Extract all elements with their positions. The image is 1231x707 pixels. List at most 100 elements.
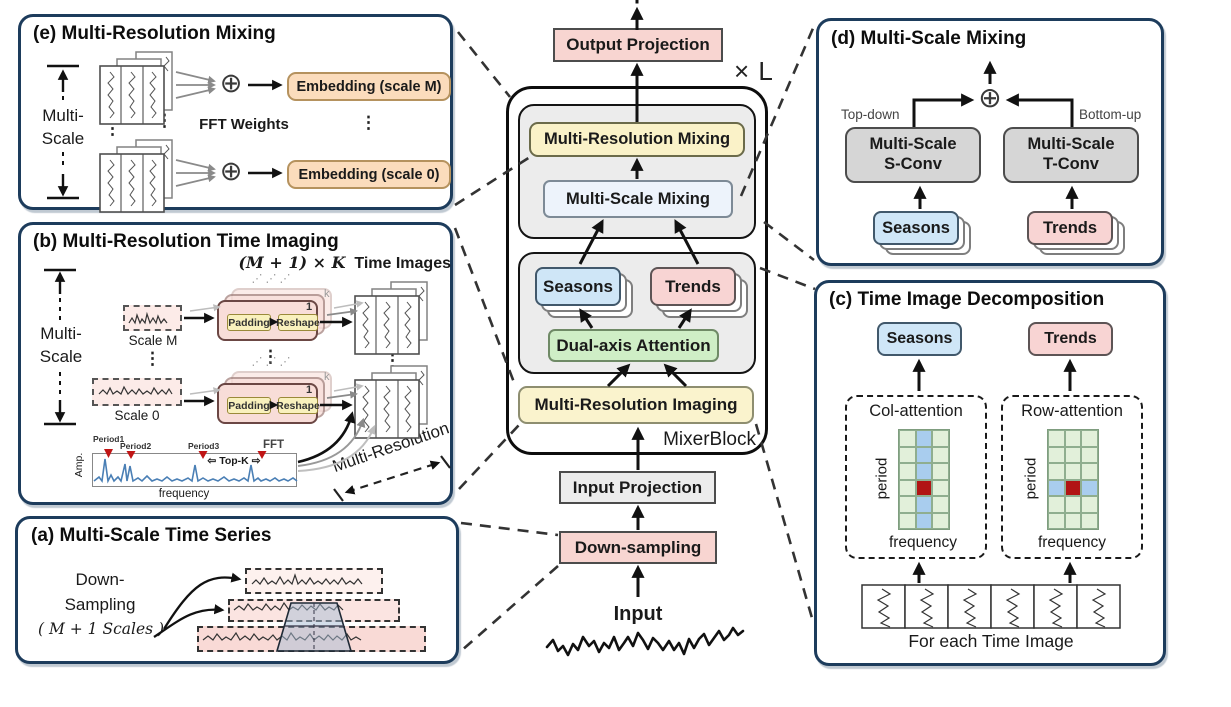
grid-cell	[915, 512, 932, 529]
vertical-dots-icon: ⋮	[144, 349, 161, 368]
grid-cell	[899, 430, 916, 447]
down-sampling-caption-line3: ( M + 1 Scales )	[38, 620, 165, 638]
col-attention-label: Col-attention	[869, 402, 963, 420]
sum-icon: ⊕	[219, 156, 243, 186]
vertical-dots-icon: ⋮	[156, 111, 173, 130]
scale-m-label: Scale M	[128, 333, 178, 348]
bottom-up-label: Bottom-up	[1079, 107, 1142, 122]
multi-scale-s-conv-box: Multi-Scale S-Conv	[845, 127, 981, 183]
down-sampling-caption-line1: Down-	[75, 570, 125, 589]
grid-cell	[899, 512, 916, 529]
trends-box-c: Trends	[1028, 322, 1113, 356]
reshape-box: Reshape	[276, 397, 320, 414]
grid-cell	[1064, 463, 1081, 480]
grid-cell	[1048, 463, 1065, 480]
t-conv-line1: Multi-Scale	[1027, 135, 1115, 154]
diagonal-dots-icon: ⋰ ⋰ ⋰	[251, 356, 291, 368]
grid-cell	[1081, 479, 1098, 496]
grid-cell	[915, 479, 932, 496]
grid-cell	[932, 430, 949, 447]
k-index-label: k	[324, 371, 330, 383]
grid-cell	[899, 463, 916, 480]
grid-cell	[915, 430, 932, 447]
scale-series-box-top	[245, 568, 383, 594]
period-axis-label: period	[1022, 457, 1040, 500]
grid-cell	[1048, 430, 1065, 447]
time-images-count-label: (M + 1) × K Time Images	[225, 253, 451, 273]
mixer-block-label: MixerBlock	[663, 429, 756, 450]
period2-label: Period2	[120, 441, 152, 451]
grid-cell	[1064, 479, 1081, 496]
one-index-label: 1	[306, 301, 313, 313]
scale-m-series-box	[123, 305, 182, 331]
grid-cell	[1081, 463, 1098, 480]
grid-cell	[899, 479, 916, 496]
right-block-arrow-icon: ⇨	[251, 455, 261, 467]
vertical-dots-icon: ⋮	[262, 347, 279, 366]
t-conv-line2: T-Conv	[1043, 155, 1099, 173]
grid-cell	[932, 496, 949, 513]
grid-cell	[1048, 446, 1065, 463]
grid-cell	[1081, 512, 1098, 529]
fft-label: FFT	[263, 439, 285, 451]
multi-scale-label-e-line1: Multi-	[42, 106, 84, 125]
col-attention-grid	[898, 429, 950, 530]
panel-b-title: (b) Multi-Resolution Time Imaging	[33, 231, 339, 252]
period1-label: Period1	[93, 434, 125, 444]
row-attention-grid	[1047, 429, 1099, 530]
grid-cell	[1048, 496, 1065, 513]
diagonal-dots-icon: ⋰ ⋰ ⋰	[251, 273, 291, 285]
trends-box-d: Trends	[1027, 211, 1113, 245]
grid-cell	[1064, 430, 1081, 447]
grid-cell	[1081, 446, 1098, 463]
scale-0-label: Scale 0	[114, 408, 160, 423]
period3-label: Period3	[188, 441, 220, 451]
scale-0-series-box	[92, 378, 182, 406]
grid-cell	[1064, 446, 1081, 463]
multi-scale-label-b-line2: Scale	[39, 347, 83, 366]
vertical-dots-icon: ⋮	[104, 119, 121, 138]
row-attention-label: Row-attention	[1021, 402, 1123, 420]
panel-d-title: (d) Multi-Scale Mixing	[831, 28, 1027, 49]
s-conv-line1: Multi-Scale	[869, 135, 957, 154]
multi-resolution-imaging-box: Multi-Resolution Imaging	[518, 386, 754, 424]
frequency-axis-label: frequency	[888, 534, 958, 551]
grid-cell	[932, 463, 949, 480]
panel-a-title: (a) Multi-Scale Time Series	[31, 525, 272, 546]
multi-scale-label-e-line2: Scale	[41, 129, 85, 148]
frequency-axis-label: frequency	[158, 488, 210, 500]
seasons-box: Seasons	[535, 267, 621, 306]
grid-cell	[1048, 479, 1065, 496]
embedding-scale-0-box: Embedding (scale 0)	[287, 160, 451, 189]
left-block-arrow-icon: ⇦	[207, 455, 217, 467]
repeat-times-label: × L	[734, 56, 774, 86]
sum-icon: ⊕	[219, 68, 243, 98]
s-conv-line2: S-Conv	[884, 155, 942, 173]
grid-cell	[1064, 496, 1081, 513]
count-math: (M + 1) × K	[238, 253, 346, 272]
scale-series-box-middle	[228, 599, 400, 622]
input-label: Input	[613, 603, 663, 625]
input-projection-box: Input Projection	[559, 471, 716, 504]
multi-scale-t-conv-box: Multi-Scale T-Conv	[1003, 127, 1139, 183]
fft-weights-label: FFT Weights	[199, 116, 289, 133]
reshape-box: Reshape	[276, 314, 320, 331]
scale-series-box-bottom	[197, 626, 426, 652]
grid-cell	[899, 496, 916, 513]
one-index-label: 1	[306, 384, 313, 396]
down-sampling-box: Down-sampling	[559, 531, 717, 564]
grid-cell	[899, 446, 916, 463]
dual-axis-attention-box: Dual-axis Attention	[548, 329, 719, 362]
multi-scale-label-b-line1: Multi-	[40, 324, 82, 343]
amp-axis-label: Amp.	[73, 452, 85, 478]
top-k-selector: ⇦ Top-K ⇨	[203, 455, 265, 467]
padding-box: Padding	[227, 397, 271, 414]
k-index-label: k	[324, 288, 330, 300]
seasons-box-c: Seasons	[877, 322, 962, 356]
grid-cell	[915, 463, 932, 480]
top-down-label: Top-down	[841, 107, 900, 122]
seasons-box-d: Seasons	[873, 211, 959, 245]
grid-cell	[1081, 430, 1098, 447]
for-each-time-image-label: For each Time Image	[908, 631, 1074, 651]
